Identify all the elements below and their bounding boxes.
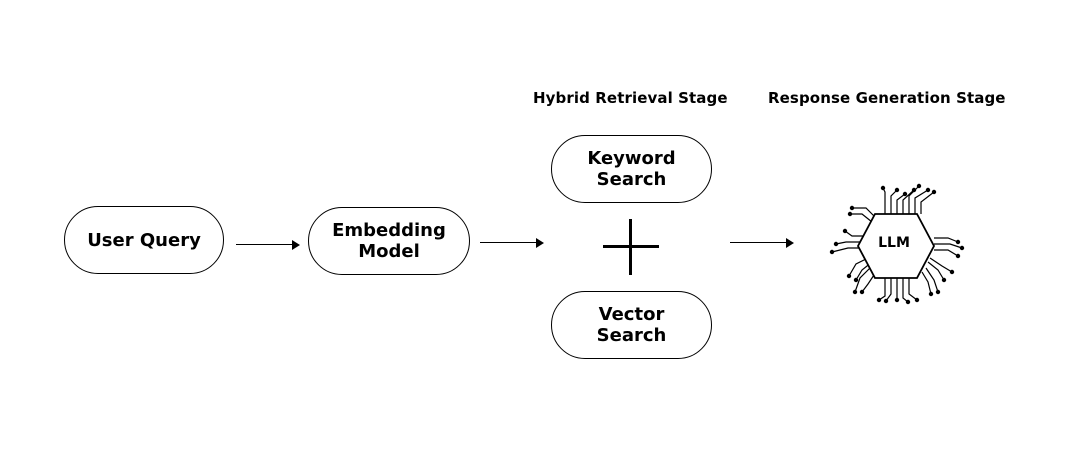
user-query-label: User Query [87,229,201,251]
user-query-node: User Query [64,206,224,274]
embedding-model-node: Embedding Model [308,207,470,275]
vector-search-label-line2: Search [596,325,667,346]
keyword-search-node: Keyword Search [551,135,712,203]
hybrid-retrieval-stage-label: Hybrid Retrieval Stage [533,89,728,107]
response-generation-stage-label: Response Generation Stage [768,89,1006,107]
embedding-model-label-line1: Embedding [332,220,446,241]
arrow-query-to-embedding [236,239,300,251]
keyword-search-label-line1: Keyword [587,148,676,169]
arrow-embedding-to-retrieval [480,237,544,249]
llm-label: LLM [878,235,910,251]
vector-search-node: Vector Search [551,291,712,359]
embedding-model-label-line2: Model [358,241,420,262]
keyword-search-label-line2: Search [596,169,667,190]
vector-search-label-line1: Vector [598,304,665,325]
llm-chip-icon [829,183,965,305]
arrow-retrieval-to-llm [730,237,794,249]
plus-icon [603,219,659,275]
